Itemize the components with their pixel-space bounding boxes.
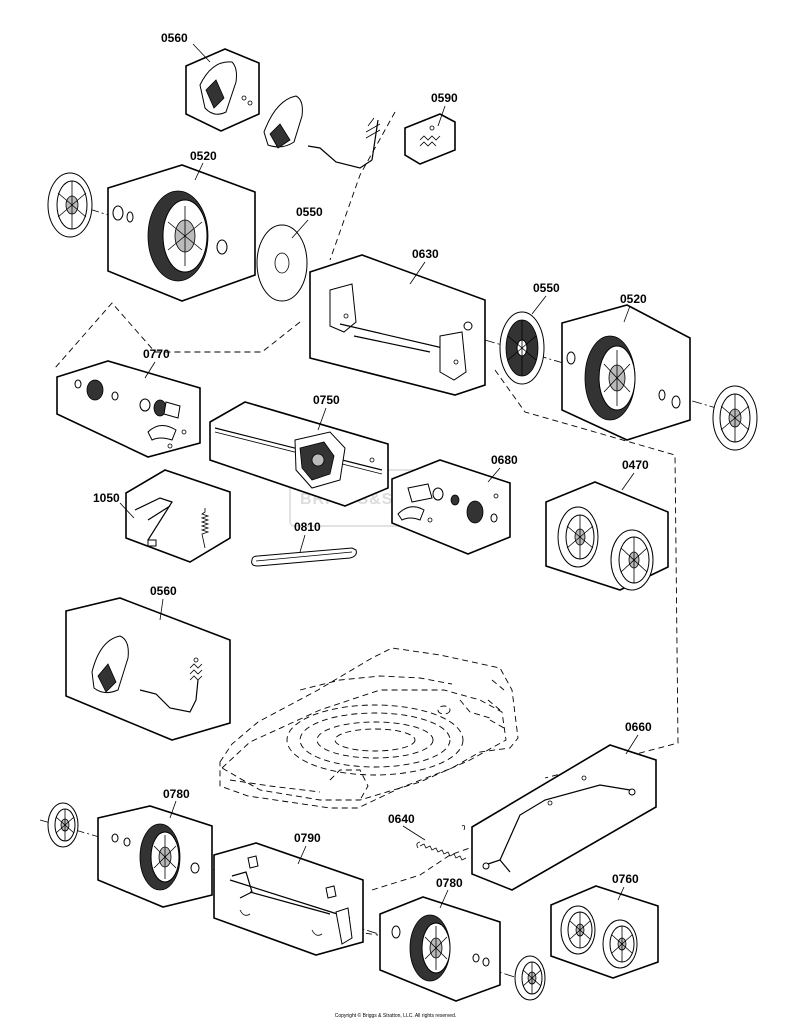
callout-0590: 0590 [431,91,458,105]
callout-0520: 0520 [190,149,217,163]
assembly-0470: 0470 [545,458,669,591]
hubcap-right [712,385,758,451]
callout-0680: 0680 [491,453,518,467]
assembly-0520-left: 0520 [107,149,256,302]
callout-0520: 0520 [620,292,647,306]
callout-0550: 0550 [533,281,560,295]
callout-0780: 0780 [163,787,190,801]
assembly-0560-middle: 0560 [65,584,231,741]
callout-0760: 0760 [612,872,639,886]
hubcap-left-bottom [47,802,79,848]
callout-0470: 0470 [622,458,649,472]
assembly-0760: 0760 [550,872,659,979]
wheel-cover-0550-right: 0550 [499,281,560,385]
callout-0560: 0560 [161,31,188,45]
assembly-1050: 1050 [93,469,231,563]
assembly-0790: 0790 [213,831,364,956]
assembly-0780-right: 0780 [379,876,501,1002]
spring-0640: 0640 [388,812,467,861]
handle-linkage-top [263,95,381,169]
callout-0790: 0790 [294,831,321,845]
belt-0810: 0810 [251,520,357,567]
callout-0630: 0630 [412,247,439,261]
assembly-0750: 0750 [209,393,389,507]
callout-0770: 0770 [143,347,170,361]
assembly-0680: 0680 [391,453,518,555]
callout-0560: 0560 [150,584,177,598]
assembly-0770: 0770 [56,347,201,458]
callout-0640: 0640 [388,812,415,826]
wheel-cover-0550-top: 0550 [256,205,323,302]
assembly-0560-top: 0560 [161,31,260,132]
assembly-0660: 0660 [471,720,657,891]
callout-0780: 0780 [436,876,463,890]
mower-deck [219,647,519,809]
hubcap-left-top [47,172,93,238]
copyright-notice: Copyright © Briggs & Stratton, LLC. All … [334,1013,457,1019]
callout-0660: 0660 [625,720,652,734]
assembly-0590: 0590 [404,91,458,165]
assembly-0780-left: 0780 [97,787,213,908]
hubcap-bottom-center [514,955,546,1001]
assembly-0520-right: 0520 [561,292,691,441]
callout-0550: 0550 [296,205,323,219]
assembly-0630: 0630 [309,247,486,396]
callout-0750: 0750 [313,393,340,407]
callout-0810: 0810 [294,520,321,534]
callout-1050: 1050 [93,491,120,505]
